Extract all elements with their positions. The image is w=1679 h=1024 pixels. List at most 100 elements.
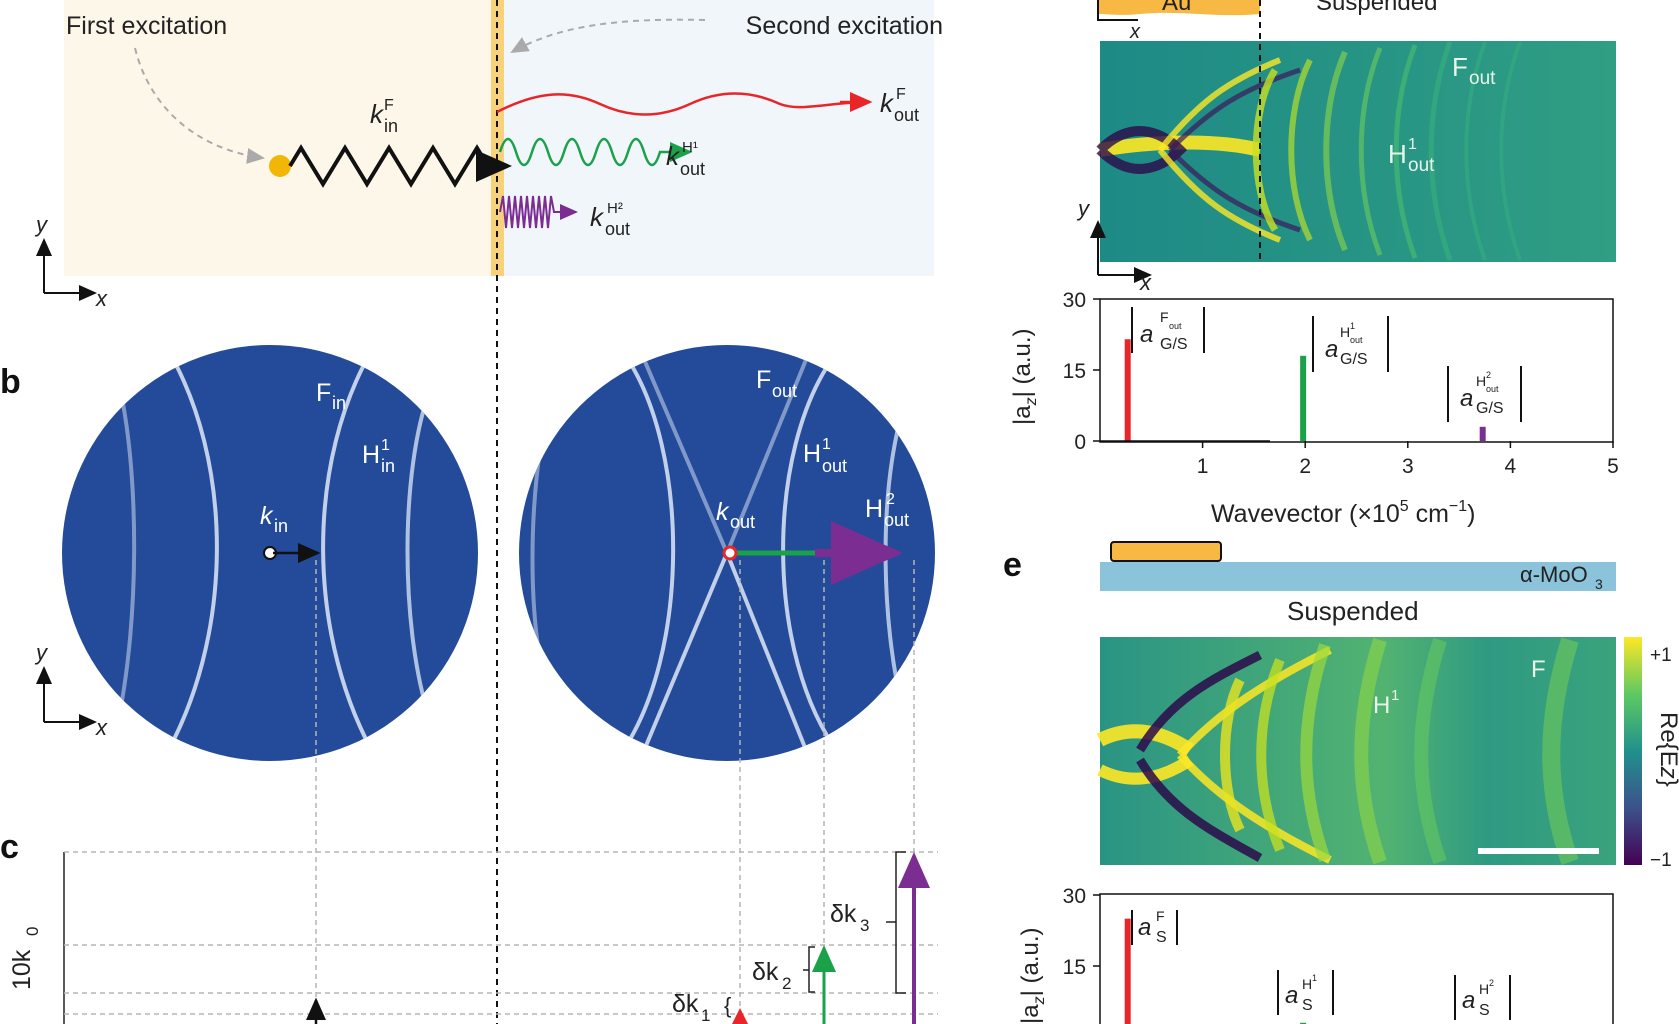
h1-label-e: H 1 [1373, 687, 1399, 719]
svg-text:out: out [1169, 321, 1182, 331]
svg-text:out: out [772, 381, 797, 401]
au-label: Au [1162, 0, 1191, 16]
svg-text:1: 1 [1350, 321, 1355, 331]
colorbar-bottom-label: −1 [1650, 850, 1672, 871]
svg-text:x: x [95, 286, 108, 311]
svg-text:H: H [1373, 692, 1390, 719]
near-field-map-d [1100, 41, 1616, 262]
dk2-label: δk 2 [752, 946, 815, 993]
svg-text:1: 1 [381, 437, 390, 454]
svg-text:10k: 10k [8, 949, 36, 990]
chart-e-frame [1099, 893, 1614, 1024]
c-level-lines [64, 851, 938, 1015]
scale-bar [1478, 848, 1599, 854]
svg-text:F: F [1452, 52, 1468, 82]
axes-icon-d: y x [1076, 196, 1152, 295]
first-region-bg [64, 0, 497, 276]
colorbar-title: Re{Ez} [1655, 712, 1679, 787]
k-in-f-label: k F in [370, 97, 398, 136]
panel-e-letter: e [1003, 546, 1022, 584]
svg-text:G/S: G/S [1476, 400, 1504, 417]
h1-out-label: H 1 out [803, 436, 847, 476]
svg-text:1: 1 [1312, 973, 1317, 983]
panel-a: First excitation Second excitation k F i… [34, 0, 943, 1024]
h1-in-label: H 1 in [362, 437, 395, 476]
svg-text:k: k [370, 99, 385, 129]
y-tick-label: 15 [1063, 956, 1086, 979]
k-out-h2-label: k H² out [590, 200, 630, 239]
second-region-bg [504, 0, 934, 276]
svg-text:a: a [1138, 914, 1151, 941]
svg-text:0: 0 [23, 927, 42, 936]
svg-text:H¹: H¹ [682, 139, 698, 156]
svg-text:1: 1 [822, 436, 831, 453]
field-pattern-d [1096, 41, 1522, 261]
svg-text:out: out [605, 219, 630, 239]
svg-text:3: 3 [860, 916, 869, 935]
axes-icon-b: y x [34, 640, 108, 740]
svg-text:k: k [260, 502, 274, 530]
svg-text:{: { [724, 993, 731, 1018]
source-dot [269, 155, 291, 177]
y-tick-label: 30 [1063, 885, 1086, 908]
svg-text:Re{Ez}: Re{Ez} [1655, 712, 1679, 787]
bar [1124, 339, 1131, 441]
x-tick-label: 5 [1607, 455, 1619, 478]
svg-text:k: k [590, 202, 605, 232]
svg-text:S: S [1479, 1002, 1490, 1019]
svg-text:a: a [1460, 385, 1473, 412]
suspended-label-d: Suspended [1316, 0, 1437, 16]
panel-b-letter: b [0, 363, 21, 401]
svg-text:out: out [1469, 68, 1496, 89]
panel-c-letter: c [0, 828, 19, 866]
k-out-h1-label: k H¹ out [666, 139, 705, 179]
svg-text:H: H [1479, 981, 1489, 997]
svg-text:H: H [362, 441, 380, 469]
svg-text:F: F [756, 366, 771, 394]
svg-text:δk: δk [672, 990, 699, 1018]
panel-b: b F in H 1 in k in [0, 345, 935, 761]
k-out-f-wave [496, 92, 871, 116]
svg-text:S: S [1302, 997, 1313, 1014]
svg-text:a: a [1325, 336, 1338, 363]
y-tick-label: 15 [1063, 360, 1086, 383]
chart-d-ylabel: |az| (a.u.) [1009, 328, 1040, 425]
svg-text:a: a [1462, 987, 1475, 1014]
svg-text:2: 2 [1489, 978, 1494, 988]
x-tick-label: 3 [1402, 455, 1414, 478]
svg-text:in: in [384, 116, 398, 136]
svg-text:out: out [1408, 155, 1435, 176]
svg-text:Wavevector (×105 cm−1): Wavevector (×105 cm−1) [1211, 498, 1476, 528]
svg-text:out: out [884, 510, 909, 530]
svg-text:y: y [34, 640, 49, 665]
au-flake [1098, 0, 1260, 16]
svg-text:2: 2 [782, 974, 791, 993]
k-out-origin-dot [722, 545, 738, 561]
svg-text:F: F [316, 379, 331, 407]
svg-text:in: in [332, 393, 346, 413]
panel-e: e α-MoO 3 Suspended H 1 F [1003, 541, 1679, 1024]
c-ylabel: 10k 0 [8, 927, 42, 990]
svg-text:a: a [1285, 982, 1298, 1009]
svg-text:H: H [803, 440, 821, 468]
f-out-label-d: F out [1452, 52, 1496, 89]
svg-text:|az| (a.u.): |az| (a.u.) [1009, 328, 1040, 425]
svg-text:F: F [896, 86, 906, 103]
ann-h2-e: a S H 2 [1454, 975, 1511, 1020]
ann-h2-d: a G/S H 2 out [1447, 366, 1522, 422]
k-out-label: k out [716, 498, 755, 532]
svg-text:δk: δk [752, 958, 779, 986]
first-excitation-arrow [134, 47, 265, 164]
bar [1300, 355, 1307, 441]
ann-h1-d: a G/S H 1 out [1312, 316, 1389, 372]
y-tick-label: 0 [1074, 431, 1086, 454]
moo3-label: α-MoO 3 [1520, 562, 1603, 592]
bar [1479, 426, 1486, 441]
suspended-label-e: Suspended [1287, 596, 1419, 626]
x-tick-label: 2 [1299, 455, 1311, 478]
svg-text:x: x [1139, 270, 1152, 295]
svg-text:y: y [1076, 196, 1091, 221]
svg-text:H²: H² [607, 200, 623, 217]
dk3-label: δk 3 [830, 851, 906, 994]
svg-text:δk: δk [830, 900, 857, 928]
